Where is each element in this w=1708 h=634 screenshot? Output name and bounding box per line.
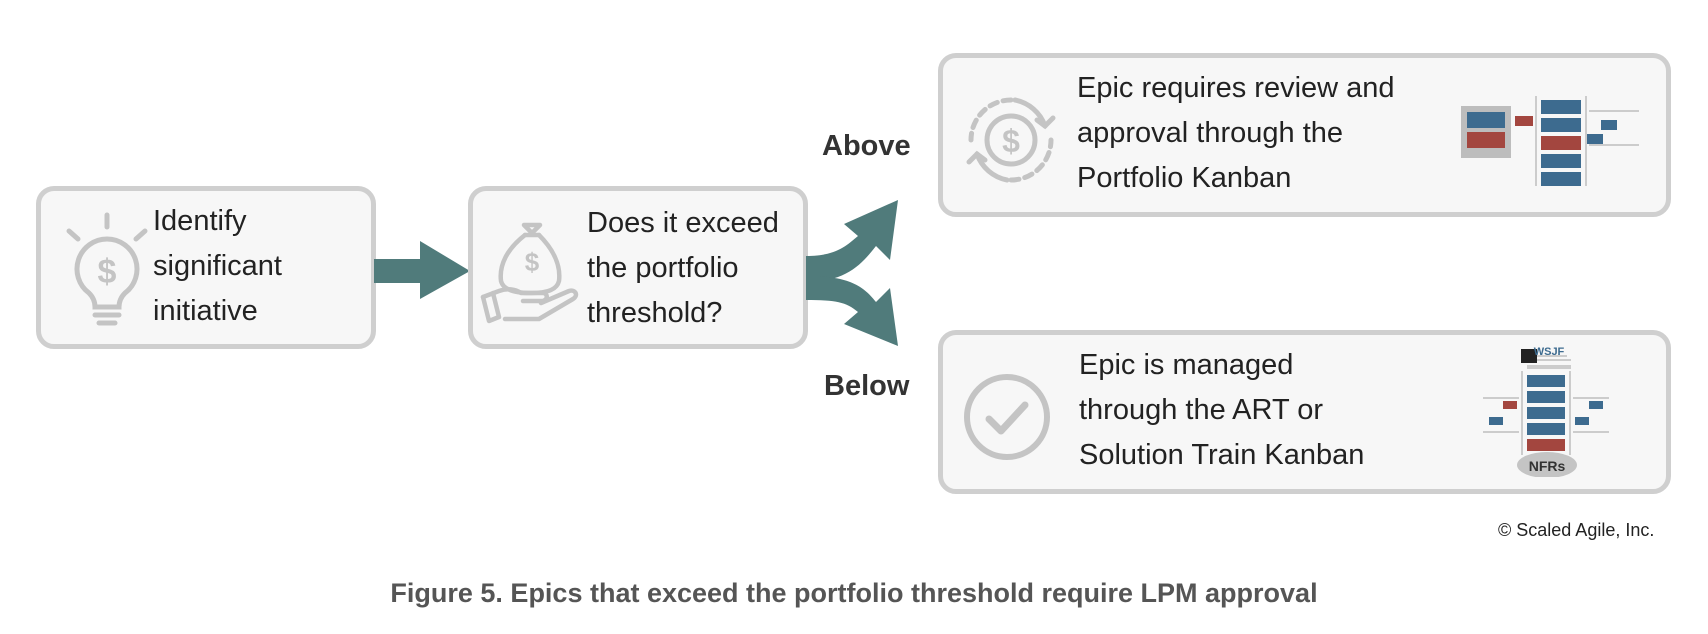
above-outcome-text: Epic requires review and approval throug… [1077,72,1395,194]
svg-text:$: $ [525,247,540,277]
step-threshold-box: $ Does it exceed the portfolio threshold… [468,186,808,349]
checkmark-circle-icon [964,374,1050,460]
svg-text:$: $ [1002,123,1020,159]
above-outcome-box: $ Epic requires review and approval thro… [938,53,1671,217]
copyright-notice: © Scaled Agile, Inc. [1498,520,1655,540]
dollar-cycle-icon: $ [966,97,1056,183]
art-kanban-icon: NFRs WSJF [1483,346,1609,477]
branch-arrow-down [806,276,898,346]
wsjf-label: WSJF [1534,346,1565,358]
step-threshold-text: Does it exceed the portfolio threshold? [587,207,779,329]
branch-arrows [806,200,898,346]
above-label: Above [822,130,911,162]
portfolio-kanban-icon [1461,96,1639,186]
flow-arrow-right [374,241,470,299]
below-label: Below [824,370,910,402]
money-bag-hand-icon: $ [480,222,579,324]
branch-arrow-up [806,200,898,282]
svg-text:$: $ [98,253,117,291]
below-outcome-box: Epic is managed through the ART or Solut… [938,330,1671,494]
step-identify-text: Identify significant initiative [153,205,282,327]
lightbulb-dollar-icon: $ [66,212,148,326]
nfrs-label: NFRs [1529,458,1566,474]
below-outcome-text: Epic is managed through the ART or Solut… [1079,349,1365,471]
step-identify-box: $ Identify significant initiative [36,186,376,349]
figure-caption: Figure 5. Epics that exceed the portfoli… [390,578,1318,608]
